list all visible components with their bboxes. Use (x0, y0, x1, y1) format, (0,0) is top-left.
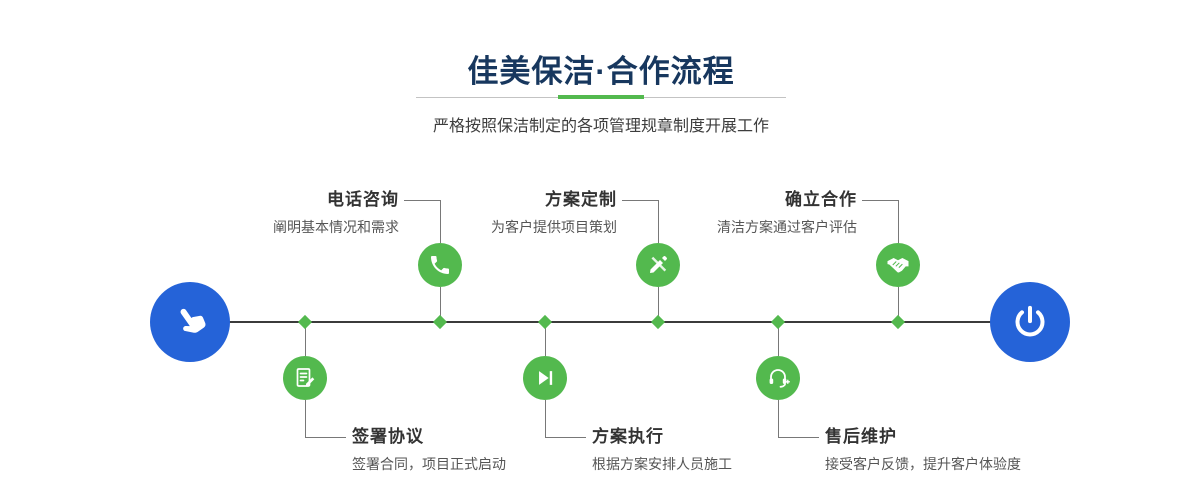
connector (658, 200, 659, 243)
step-phone-consultation: 电话咨询 阐明基本情况和需求 (273, 189, 399, 236)
step-desc: 根据方案安排人员施工 (592, 456, 732, 472)
connector (898, 200, 899, 243)
play-icon (534, 367, 556, 389)
step-title: 电话咨询 (327, 190, 399, 209)
connector (545, 437, 586, 438)
hand-pointer-icon (170, 302, 210, 342)
page-subtitle: 严格按照保洁制定的各项管理规章制度开展工作 (432, 118, 769, 135)
step-desc: 接受客户反馈，提升客户体验度 (825, 456, 1021, 472)
connector (305, 326, 306, 356)
connector (622, 200, 658, 201)
step-title: 售后维护 (825, 427, 897, 446)
power-icon (1010, 302, 1050, 342)
step-establish-cooperation: 确立合作 清洁方案通过客户评估 (717, 189, 857, 236)
step-plan-execution: 方案执行 根据方案安排人员施工 (592, 426, 732, 473)
title-divider-accent (558, 95, 644, 99)
timeline-diamond-marker (297, 314, 313, 330)
connector (898, 287, 899, 318)
connector (545, 326, 546, 356)
step-plan-design-circle (636, 243, 680, 287)
step-desc: 清洁方案通过客户评估 (717, 219, 857, 235)
connector (545, 400, 546, 437)
step-plan-design: 方案定制 为客户提供项目策划 (491, 189, 617, 236)
step-title: 确立合作 (785, 190, 857, 209)
step-establish-cooperation-circle (876, 243, 920, 287)
step-title: 签署协议 (352, 427, 424, 446)
connector (778, 437, 819, 438)
step-desc: 为客户提供项目策划 (491, 219, 617, 235)
connector (862, 200, 898, 201)
step-plan-execution-circle (523, 356, 567, 400)
step-after-sales-circle (756, 356, 800, 400)
connector (305, 400, 306, 437)
contract-icon (293, 366, 317, 390)
step-phone-consultation-circle (418, 243, 462, 287)
page-title: 佳美保洁·合作流程 (467, 54, 735, 89)
timeline-start-node (150, 282, 230, 362)
step-desc: 签署合同，项目正式启动 (352, 456, 506, 472)
step-sign-agreement: 签署协议 签署合同，项目正式启动 (352, 426, 506, 473)
connector (778, 400, 779, 437)
phone-icon (428, 253, 452, 277)
handshake-icon (884, 251, 912, 279)
step-title: 方案执行 (592, 427, 664, 446)
timeline-diamond-marker (432, 314, 448, 330)
connector (778, 326, 779, 356)
connector (404, 200, 440, 201)
step-sign-agreement-circle (283, 356, 327, 400)
connector (658, 287, 659, 318)
connector (440, 200, 441, 243)
timeline-line (190, 321, 1030, 323)
connector (440, 287, 441, 318)
timeline-diamond-marker (537, 314, 553, 330)
timeline-diamond-marker (770, 314, 786, 330)
timeline-end-node (990, 282, 1070, 362)
step-desc: 阐明基本情况和需求 (273, 219, 399, 235)
step-title: 方案定制 (545, 190, 617, 209)
design-tools-icon (646, 253, 670, 277)
step-after-sales: 售后维护 接受客户反馈，提升客户体验度 (825, 426, 1021, 473)
timeline-diamond-marker (650, 314, 666, 330)
connector (305, 437, 346, 438)
headset-icon (766, 366, 790, 390)
timeline-diamond-marker (890, 314, 906, 330)
